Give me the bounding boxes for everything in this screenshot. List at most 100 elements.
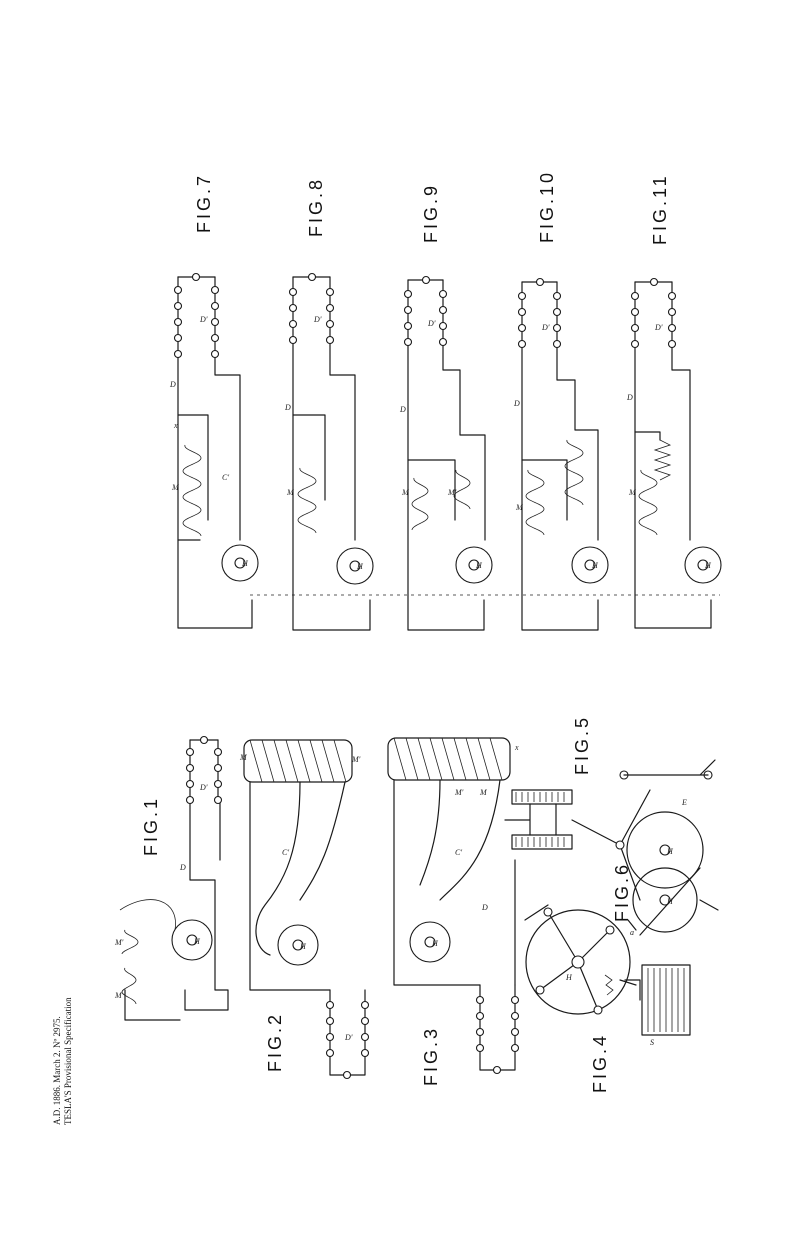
- fig7-lamp: [210, 333, 220, 343]
- fig9-lamp: [403, 289, 413, 299]
- fig2-lamp: [325, 1048, 335, 1058]
- fig6-label-h: H: [666, 897, 674, 906]
- fig11-lamp: [667, 339, 677, 349]
- fig8-lamp: [325, 303, 335, 313]
- fig3-lamp: [475, 1043, 485, 1053]
- fig1-circuit: M M' D D' H: [114, 735, 229, 1021]
- fig7-lamp: [173, 317, 183, 327]
- fig7-lamp: [191, 272, 201, 282]
- fig4-label: FIG.4: [590, 1033, 610, 1093]
- fig8-lamp: [325, 287, 335, 297]
- fig11-label-h: H: [704, 561, 712, 570]
- fig2-label-c1: C': [282, 848, 289, 857]
- fig7-lamp: [173, 301, 183, 311]
- fig2-lamp: [360, 1048, 370, 1058]
- fig1-lamp: [213, 763, 223, 773]
- fig9-lamp: [403, 337, 413, 347]
- fig11-lamp: [649, 277, 659, 287]
- fig10-circuit: M D D' H: [513, 277, 609, 631]
- fig11-lamp: [667, 323, 677, 333]
- fig1-lamp: [185, 763, 195, 773]
- fig1-lamp: [185, 795, 195, 805]
- fig10-lamp: [552, 339, 562, 349]
- fig7-lamp: [173, 285, 183, 295]
- fig11-label-m: M: [628, 488, 637, 497]
- fig10-lamp: [552, 307, 562, 317]
- fig9-lamp: [438, 321, 448, 331]
- fig8-label: FIG.8: [306, 177, 326, 237]
- fig1-lamp: [185, 747, 195, 757]
- fig1-label-d: D: [179, 863, 186, 872]
- fig7-label-d1: D': [199, 315, 208, 324]
- fig3-lamp: [510, 1027, 520, 1037]
- fig10-label-h: H: [591, 561, 599, 570]
- fig4-label-h: H: [565, 973, 573, 982]
- fig6-label-a: a: [630, 928, 634, 937]
- fig7-label-x: x: [173, 421, 178, 430]
- fig7-label-c1: C': [222, 473, 229, 482]
- fig3-label: FIG.3: [421, 1026, 441, 1086]
- fig9-label: FIG.9: [421, 183, 441, 243]
- fig4-mechanism: S H: [524, 904, 691, 1047]
- fig9-lamp: [403, 305, 413, 315]
- fig1-lamp: [199, 735, 209, 745]
- fig7-label-d: D: [169, 380, 176, 389]
- fig7-label-m: M: [171, 483, 180, 492]
- fig9-lamp: [438, 289, 448, 299]
- fig11-label-d1: D': [654, 323, 663, 332]
- fig9-lamp: [438, 337, 448, 347]
- fig11-label-d: D: [626, 393, 633, 402]
- fig2-label-h: H: [299, 942, 307, 951]
- sheet-header: A.D. 1886. March 2. Nº 2975. TESLA'S Pro…: [52, 997, 73, 1125]
- fig11-lamp: [667, 307, 677, 317]
- header-line-2: TESLA'S Provisional Specification: [63, 997, 73, 1125]
- fig10-lamp: [552, 291, 562, 301]
- fig5-magnet-top: [511, 789, 573, 805]
- fig2-lamp: [360, 1000, 370, 1010]
- fig2-label-m1: M': [351, 755, 361, 764]
- fig7-lamp: [210, 285, 220, 295]
- fig8-label-m: M: [286, 488, 295, 497]
- fig3-lamp: [510, 1043, 520, 1053]
- fig3-label-d: D: [481, 903, 488, 912]
- fig3-lamp: [475, 1011, 485, 1021]
- fig10-lamp: [535, 277, 545, 287]
- fig3-ring: [387, 737, 511, 781]
- fig10-lamp: [552, 323, 562, 333]
- fig1-label: FIG.1: [141, 796, 161, 856]
- fig11-label: FIG.11: [650, 173, 670, 245]
- fig7-lamp: [173, 333, 183, 343]
- fig5-label-e: E: [681, 798, 687, 807]
- fig7-circuit: M C' D D' x H: [169, 272, 259, 629]
- fig3-lamp: [475, 1027, 485, 1037]
- fig5-wheel: [626, 811, 704, 889]
- fig11-lamp: [630, 323, 640, 333]
- fig9-label-h: H: [475, 561, 483, 570]
- fig2-label-d1: D': [344, 1033, 353, 1042]
- fig2-lamp: [325, 1000, 335, 1010]
- fig7-lamp: [173, 349, 183, 359]
- fig3-label-x: x: [514, 743, 519, 752]
- fig11-lamp: [630, 291, 640, 301]
- fig8-lamp: [325, 335, 335, 345]
- fig2-lamp: [360, 1016, 370, 1026]
- fig10-lamp: [517, 307, 527, 317]
- fig10-lamp: [517, 291, 527, 301]
- fig9-lamp: [421, 275, 431, 285]
- fig8-lamp: [288, 287, 298, 297]
- fig1-label-m1: M': [114, 938, 124, 947]
- fig11-lamp: [667, 291, 677, 301]
- fig9-label-d1: D': [427, 319, 436, 328]
- fig9-label-m1: M': [447, 488, 457, 497]
- fig8-circuit: M D D' H: [284, 272, 374, 631]
- fig8-label-h: H: [356, 562, 364, 571]
- fig3-lamp: [492, 1065, 502, 1075]
- fig10-lamp: [517, 339, 527, 349]
- fig5-magnet-bottom: [511, 834, 573, 850]
- fig4-wheel: [525, 909, 631, 1015]
- fig8-lamp: [307, 272, 317, 282]
- fig3-label-h: H: [431, 939, 439, 948]
- fig1-lamp: [213, 747, 223, 757]
- fig10-label-d: D: [513, 399, 520, 408]
